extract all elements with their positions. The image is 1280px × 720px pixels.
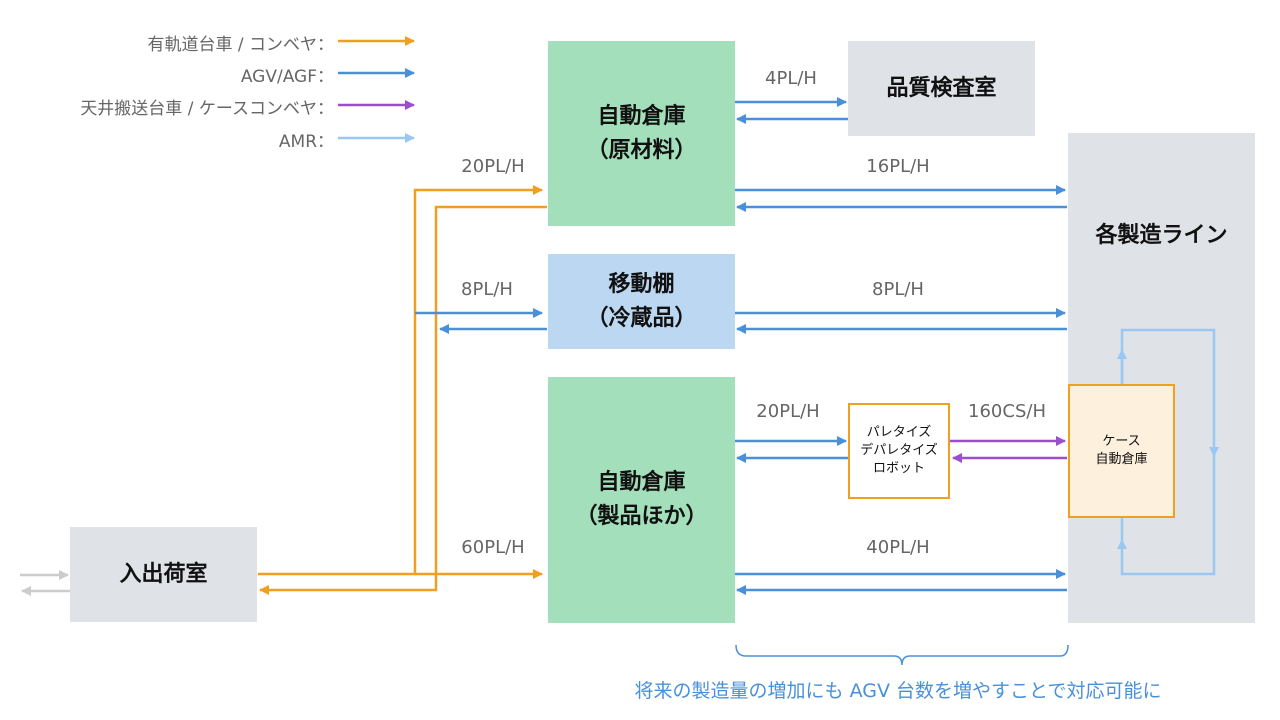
robot-line2: デパレタイズ bbox=[860, 443, 938, 458]
flow-label-product-to-lines: 40PL/H bbox=[866, 537, 930, 558]
case-warehouse-node[interactable]: ケース 自動倉庫 bbox=[1068, 384, 1175, 518]
mobile-rack-line1: 移動棚 bbox=[608, 271, 675, 297]
flow-label-product-to-robot: 20PL/H bbox=[756, 401, 820, 422]
legend-label-overhead: 天井搬送台車 / ケースコンベヤ： bbox=[80, 99, 334, 119]
legend-arrows bbox=[338, 36, 415, 143]
mobile-rack-node[interactable]: 移動棚 （冷蔵品） bbox=[548, 254, 735, 349]
orange-flows bbox=[258, 185, 547, 595]
flow-label-ship-to-rack: 8PL/H bbox=[461, 279, 513, 300]
flow-label-raw-to-inspection: 4PL/H bbox=[765, 68, 817, 89]
flow-label-ship-to-product: 60PL/H bbox=[461, 537, 525, 558]
shipping-room-label: 入出荷室 bbox=[119, 561, 208, 587]
flow-label-robot-to-case: 160CS/H bbox=[968, 401, 1046, 422]
shipping-room-node[interactable]: 入出荷室 bbox=[70, 527, 257, 622]
future-expansion-note: 将来の製造量の増加にも AGV 台数を増やすことで対応可能に bbox=[634, 680, 1162, 702]
orange-line-ship-to-raw bbox=[258, 185, 543, 576]
legend-label-agv: AGV/AGF： bbox=[240, 67, 334, 87]
raw-warehouse-line1: 自動倉庫 bbox=[597, 103, 686, 129]
product-warehouse-line2: （製品ほか） bbox=[575, 504, 708, 529]
production-lines-node[interactable]: 各製造ライン bbox=[1068, 133, 1255, 623]
raw-material-warehouse-node[interactable]: 自動倉庫 （原材料） bbox=[548, 41, 735, 226]
blue-flows bbox=[415, 97, 1067, 595]
mobile-rack-line2: （冷蔵品） bbox=[586, 305, 697, 331]
product-warehouse-line1: 自動倉庫 bbox=[597, 470, 686, 495]
robot-line3: ロボット bbox=[872, 461, 925, 476]
legend-label-amr: AMR： bbox=[278, 132, 334, 152]
production-lines-label: 各製造ライン bbox=[1095, 223, 1228, 248]
orange-line-raw-to-ship bbox=[259, 205, 547, 595]
future-expansion-brace bbox=[735, 644, 1069, 666]
robot-line1: パレタイズ bbox=[866, 425, 932, 440]
palletize-robot-node[interactable]: パレタイズ デパレタイズ ロボット bbox=[848, 403, 950, 499]
flow-label-rack-to-lines: 8PL/H bbox=[872, 279, 924, 300]
inspection-room-node[interactable]: 品質検査室 bbox=[848, 41, 1035, 136]
external-arrows bbox=[20, 570, 70, 596]
raw-warehouse-line2: （原材料） bbox=[586, 137, 697, 163]
case-warehouse-line1: ケース bbox=[1102, 434, 1141, 449]
flow-label-raw-to-lines: 16PL/H bbox=[866, 156, 930, 177]
product-warehouse-node[interactable]: 自動倉庫 （製品ほか） bbox=[548, 377, 735, 623]
legend-label-rail: 有軌道台車 / コンベヤ： bbox=[147, 35, 334, 55]
inspection-label: 品質検査室 bbox=[886, 75, 997, 101]
purple-flows bbox=[950, 436, 1067, 463]
case-warehouse-line2: 自動倉庫 bbox=[1095, 452, 1148, 467]
flow-label-ship-to-raw: 20PL/H bbox=[461, 156, 525, 177]
